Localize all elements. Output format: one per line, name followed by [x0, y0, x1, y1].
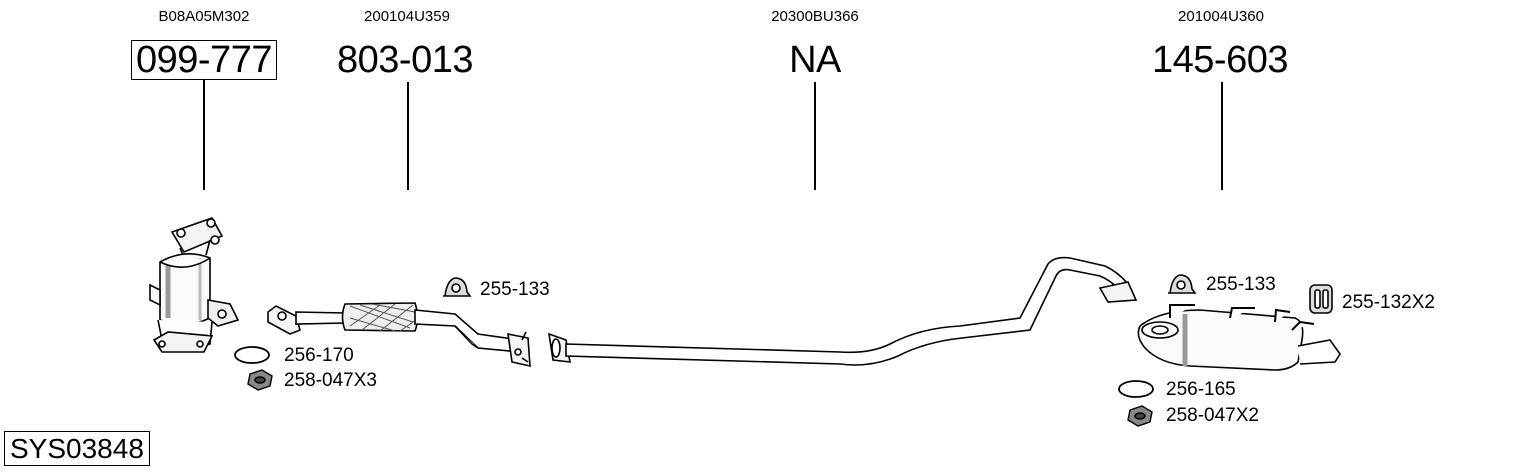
gasket-icon-front: [234, 346, 270, 364]
catalytic-converter[interactable]: [149, 217, 240, 353]
label-clamp-front[interactable]: 255-133: [480, 279, 550, 300]
oem-ref-middle-pipe: 20300BU366: [771, 8, 859, 25]
label-nut-front[interactable]: 258-047X3: [284, 370, 377, 391]
label-gasket-rear[interactable]: 256-165: [1166, 379, 1236, 400]
label-hanger-rear[interactable]: 255-132X2: [1342, 292, 1435, 313]
oem-ref-rear-silencer: 201004U360: [1178, 8, 1264, 25]
part-number-catalyst[interactable]: 099-777: [131, 40, 277, 80]
oem-ref-front-pipe: 200104U359: [364, 8, 450, 25]
label-nut-rear[interactable]: 258-047X2: [1166, 405, 1259, 426]
clamp-icon-rear: [1168, 274, 1197, 294]
leader-lines: [203, 80, 1223, 190]
front-pipe[interactable]: [267, 302, 531, 368]
label-clamp-rear[interactable]: 255-133: [1206, 274, 1276, 295]
nut-icon-rear: [1127, 405, 1153, 427]
part-number-middle-pipe[interactable]: NA: [789, 39, 841, 81]
clamp-icon-front: [443, 277, 472, 297]
oem-ref-catalyst: B08A05M302: [158, 8, 250, 25]
part-number-front-pipe[interactable]: 803-013: [337, 39, 473, 81]
hanger-icon-rear: [1309, 284, 1333, 314]
gasket-icon-rear: [1118, 380, 1154, 398]
label-gasket-front[interactable]: 256-170: [284, 345, 354, 366]
middle-pipe[interactable]: [548, 256, 1138, 366]
nut-icon-front: [247, 369, 273, 391]
part-number-rear-silencer[interactable]: 145-603: [1152, 39, 1288, 81]
system-id: SYS03848: [4, 431, 150, 466]
rear-silencer[interactable]: [1137, 304, 1341, 371]
